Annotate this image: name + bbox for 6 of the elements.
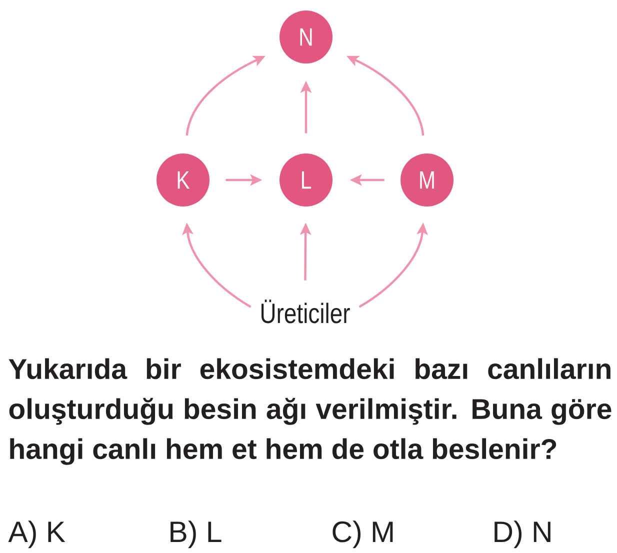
answer-option: C) M <box>332 520 393 548</box>
answer-option: D) N <box>494 520 550 548</box>
answer-option: B) L <box>170 520 222 548</box>
question-text: Yukarıda bir ekosistemdeki bazı canlıların oluşturduğu besin ağı verilmiştir. Buna göre hangi canlı hem et hem de otla beslenir? <box>8 358 612 465</box>
answer-option: A) K <box>8 520 66 548</box>
node-label: Üreticiler <box>262 300 350 324</box>
